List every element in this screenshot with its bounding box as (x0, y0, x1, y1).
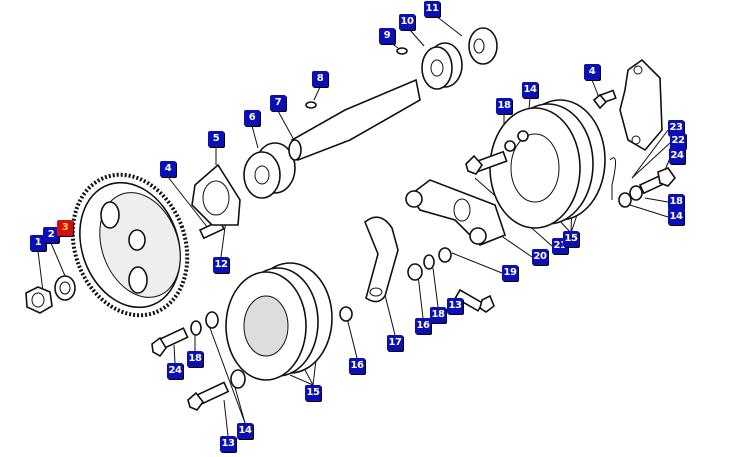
callout-label[interactable]: 5 (208, 131, 224, 147)
callout-label[interactable]: 11 (424, 1, 440, 17)
callout-label[interactable]: 13 (220, 436, 236, 452)
washer-part (190, 311, 219, 336)
bolt-part (151, 327, 189, 358)
caliper-bracket-part (619, 58, 663, 152)
flange-part (191, 163, 241, 226)
tab-washer-part (54, 275, 76, 301)
callout-label[interactable]: 18 (430, 307, 446, 323)
callout-label[interactable]: 9 (379, 28, 395, 44)
nut-part (25, 286, 53, 314)
callout-label[interactable]: 13 (447, 298, 463, 314)
bearing-part (468, 27, 498, 65)
callout-label[interactable]: 4 (160, 161, 176, 177)
callout-label[interactable]: 4 (584, 64, 600, 80)
callout-label[interactable]: 15 (305, 385, 321, 401)
bracket-part (405, 179, 506, 246)
housing-part (225, 262, 333, 381)
bolt-part (638, 167, 677, 195)
shaft-part (288, 78, 421, 162)
callout-label[interactable]: 16 (349, 358, 365, 374)
callout-label[interactable]: 15 (563, 231, 579, 247)
bolt-part (454, 288, 495, 313)
callout-label[interactable]: 23 (668, 120, 684, 136)
housing-part (489, 99, 606, 229)
gear-part (70, 172, 190, 318)
washer-part (618, 185, 643, 208)
callout-label[interactable]: 16 (415, 318, 431, 334)
bolt-part (592, 89, 617, 110)
key-part (305, 101, 317, 109)
washer-part (339, 306, 353, 322)
callout-label[interactable]: 24 (167, 363, 183, 379)
callout-label[interactable]: 17 (387, 335, 403, 351)
callout-label[interactable]: 2 (43, 227, 59, 243)
lever-part (364, 216, 399, 303)
callout-label[interactable]: 18 (187, 351, 203, 367)
callout-label[interactable]: 24 (669, 148, 685, 164)
callout-label[interactable]: 18 (668, 194, 684, 210)
bolt-part (465, 150, 508, 175)
washer-part (230, 369, 246, 389)
washer-part (407, 247, 452, 281)
callout-label[interactable]: 12 (213, 257, 229, 273)
callout-label[interactable]: 1 (30, 235, 46, 251)
bearing-part (421, 42, 463, 90)
callout-label[interactable]: 22 (670, 133, 686, 149)
bearing-part (243, 142, 296, 199)
callout-label[interactable]: 7 (270, 95, 286, 111)
callout-label[interactable]: 14 (668, 209, 684, 225)
callout-label[interactable]: 6 (244, 110, 260, 126)
callout-label[interactable]: 20 (532, 249, 548, 265)
callout-label[interactable]: 19 (502, 265, 518, 281)
callout-label[interactable]: 10 (399, 14, 415, 30)
callout-selected[interactable]: 3 (57, 220, 73, 236)
callout-label[interactable]: 14 (237, 423, 253, 439)
callout-label[interactable]: 8 (312, 71, 328, 87)
callout-label[interactable]: 18 (496, 98, 512, 114)
callout-label[interactable]: 14 (522, 82, 538, 98)
bolt-part (187, 381, 230, 411)
key-part (396, 47, 408, 55)
